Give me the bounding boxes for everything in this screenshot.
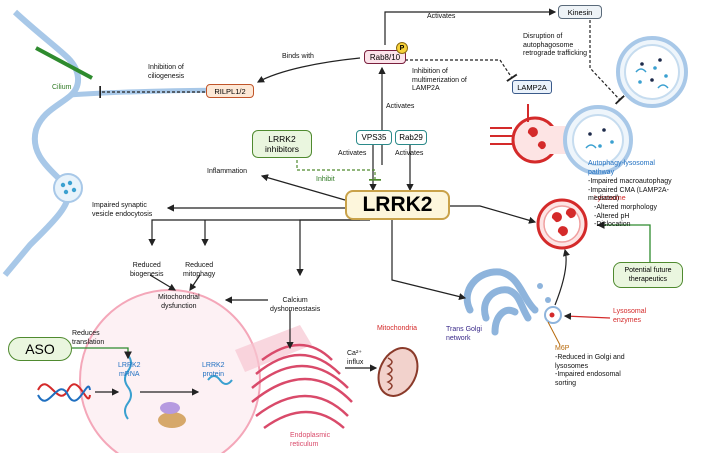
lrrk2-inhibitors-node: LRRK2 inhibitors [252,130,312,158]
lysosomal-enzymes-label: Lysosomal enzymes [613,308,647,324]
mitochondrion-icon [377,347,419,397]
calcium-label: Calcium dyshomeostasis [270,297,321,313]
activates-mid-label: Activates [386,103,415,110]
protein-icon [207,375,233,385]
inhibit-label: Inhibit [316,176,335,183]
lysosome-icon [536,198,588,250]
lrrk2-node: LRRK2 [345,190,450,220]
reduced-bio-label: Reduced biogenesis [130,262,164,278]
inflammation-label: Inflammation [207,168,248,175]
inhibition-multi-label: Inhibition of multimerization of LAMP2A [412,68,467,92]
rilpl-node: RILPL1/2 [206,84,254,98]
activates-vps-label: Activates [338,150,367,157]
activates-rab29-label: Activates [395,150,424,157]
kinesin-node: Kinesin [558,5,602,19]
cell-outline [79,289,261,453]
therapeutics-node: Potential future therapeutics [613,262,683,288]
m6p-desc: -Reduced in Golgi and lysosomes -Impaire… [555,354,625,387]
lrrk2-mrna-label: LRRK2 mRNA [118,362,141,378]
autophagosome-icon [616,36,688,108]
inhibition-cilio-label: Inhibition of ciliogenesis [148,64,185,80]
er-icon [251,343,353,430]
rab810-node: Rab8/10 [364,50,406,64]
autophagy-title: Autophagy-lysosomal pathway [588,160,655,176]
cilium-icon [2,9,251,277]
lysosome-icon [490,104,633,175]
vesicle-icon [53,173,83,203]
er-label: Endoplasmic reticulum [290,432,331,448]
lysosome-desc: -Altered morphology -Altered pH -Disloca… [594,204,658,228]
trans-golgi-label: Trans Golgi network [446,326,482,342]
aso-node: ASO [8,337,72,361]
activates-kinesin-label: Activates [427,13,456,20]
dna-icon [37,383,91,402]
vps35-node: VPS35 [356,130,392,145]
lamp2a-node: LAMP2A [512,80,552,94]
ribosome-icon [158,402,186,428]
m6p-title: M6P [555,345,570,352]
mrna-icon [124,354,132,420]
cilium-label: Cilium [52,84,72,91]
golgi-icon [463,268,551,336]
mitochondria-label: Mitochondria [377,325,418,332]
disruption-label: Disruption of autophagosome retrograde t… [523,33,588,57]
mito-dysfunction-label: Mitochondrial dysfunction [158,294,200,310]
autophagy-desc: -Impaired macroautophagy -Impaired CMA (… [588,178,672,202]
lrrk2-protein-label: LRRK2 protein [202,362,225,378]
binds-with-label: Binds with [282,53,314,60]
phospho-badge: P [396,42,408,54]
reduces-translation-label: Reduces translation [72,330,105,346]
rab29-node: Rab29 [395,130,427,145]
lysosome-title: Lysosome [594,195,626,202]
ca-influx-label: Ca²⁺ influx [347,350,364,366]
reduced-mito-label: Reduced mitophagy [183,262,216,278]
synaptic-label: Impaired synaptic vesicle endocytosis [92,202,153,218]
